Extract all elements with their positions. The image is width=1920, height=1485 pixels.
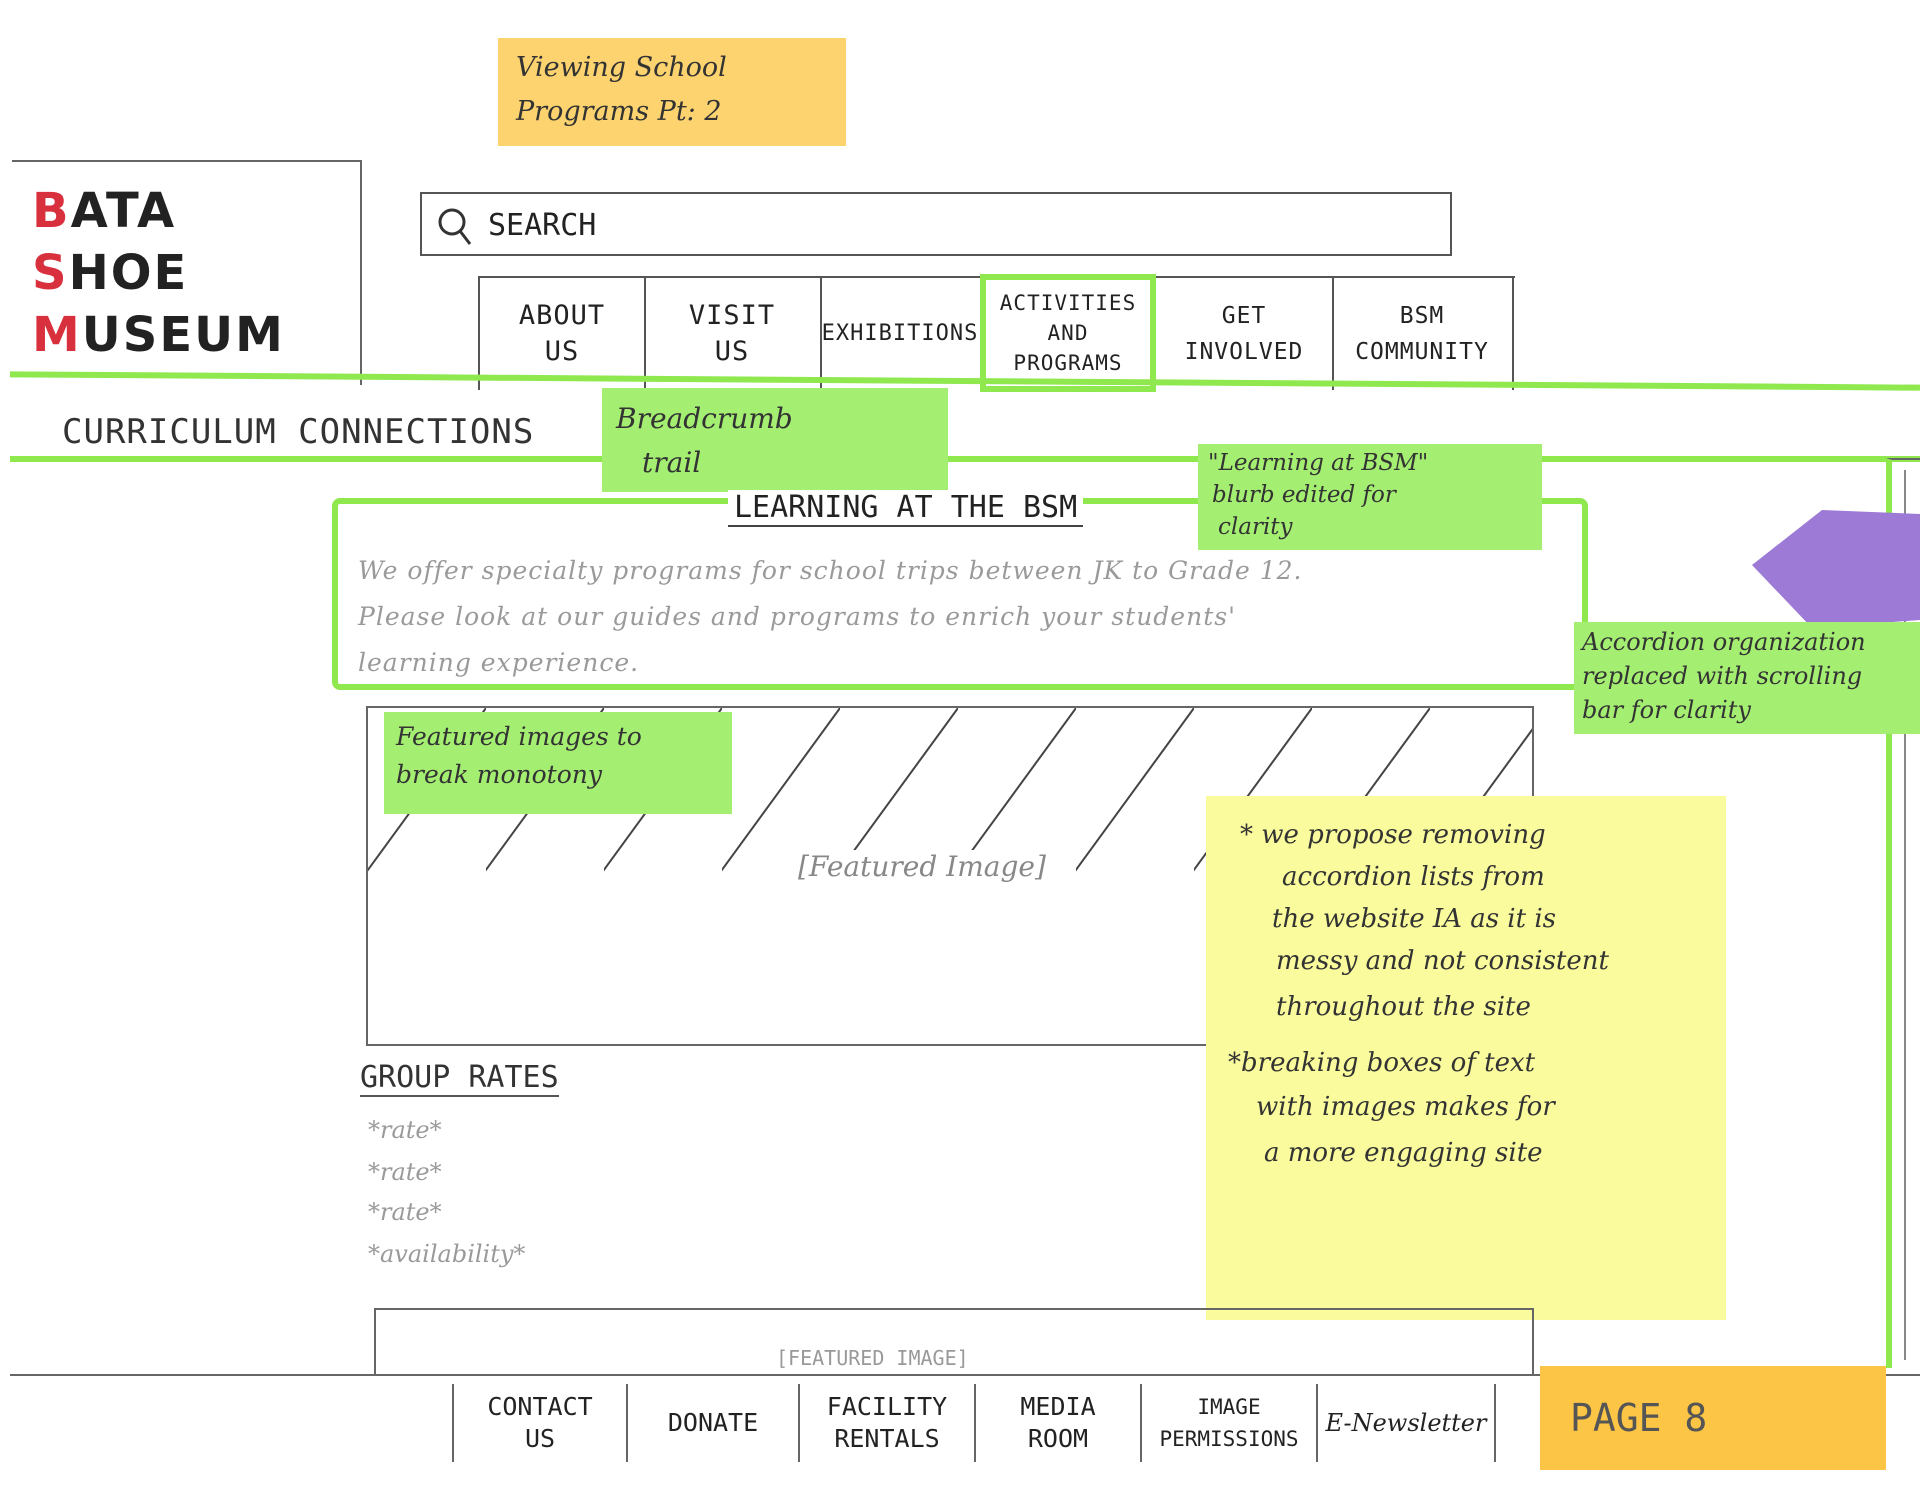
featured-note-line-2: break monotony: [396, 760, 602, 789]
featured-note-line-1: Featured images to: [396, 722, 642, 751]
purple-tab-shape: [1752, 510, 1920, 628]
breadcrumb-note-line-1: Breadcrumb: [616, 402, 793, 435]
group-rate-item: *rate*: [368, 1198, 442, 1226]
nav-exhibitions[interactable]: EXHIBITIONS: [820, 278, 982, 390]
page-label: PAGE 8: [1570, 1396, 1708, 1440]
learning-line-1: We offer specialty programs for school t…: [358, 556, 1303, 585]
page-label-note: PAGE 8: [1540, 1366, 1886, 1470]
blurb-note-line-1: "Learning at BSM": [1208, 450, 1429, 476]
breadcrumb-note-line-2: trail: [642, 446, 702, 479]
logo-divider: [360, 160, 362, 385]
learning-line-2: Please look at our guides and programs t…: [358, 602, 1236, 631]
scrolling-bar-inner-line: [1904, 470, 1906, 1360]
proposal-line: messy and not consistent: [1276, 946, 1609, 976]
featured-image-label: [Featured Image]: [792, 850, 1052, 883]
proposal-line: a more engaging site: [1264, 1138, 1543, 1168]
proposal-line: *breaking boxes of text: [1228, 1048, 1536, 1078]
section-title: CURRICULUM CONNECTIONS: [62, 412, 535, 452]
footer-e-newsletter[interactable]: E-Newsletter: [1316, 1384, 1496, 1462]
header-top-rule: [12, 160, 362, 162]
group-rate-item: *rate*: [368, 1116, 442, 1144]
proposal-note: * we propose removing accordion lists fr…: [1206, 796, 1726, 1320]
blurb-note-line-2: blurb edited for: [1212, 482, 1396, 508]
proposal-line: the website IA as it is: [1272, 904, 1556, 934]
proposal-line: with images makes for: [1256, 1092, 1555, 1122]
proposal-line: throughout the site: [1276, 992, 1531, 1022]
search-icon: [438, 208, 472, 245]
accordion-note-line-2: replaced with scrolling: [1582, 662, 1863, 690]
group-rates-title: GROUP RATES: [360, 1060, 559, 1097]
proposal-line: accordion lists from: [1282, 862, 1545, 892]
logo-line-1: BATA: [32, 183, 177, 239]
blurb-note-line-3: clarity: [1218, 514, 1293, 540]
logo-rest-2: HOE: [68, 245, 189, 301]
logo-rest-1: ATA: [70, 183, 177, 239]
accordion-note-line-1: Accordion organization: [1582, 628, 1866, 656]
search-label: SEARCH: [488, 208, 597, 243]
logo-line-2: SHOE: [32, 245, 189, 301]
featured-image-placeholder-2: [FEATURED IMAGE]: [374, 1308, 1534, 1376]
featured-image-label-2: [FEATURED IMAGE]: [776, 1346, 969, 1370]
group-rate-availability: *availability*: [368, 1240, 526, 1268]
logo-line-3: MUSEUM: [32, 307, 285, 363]
learning-heading: LEARNING AT THE BSM: [728, 490, 1084, 527]
title-line-1: Viewing School: [516, 52, 727, 83]
learning-line-3: learning experience.: [358, 648, 640, 677]
search-bar[interactable]: SEARCH: [420, 192, 1452, 256]
title-line-2: Programs Pt: 2: [516, 96, 722, 127]
blurb-note: "Learning at BSM" blurb edited for clari…: [1198, 444, 1542, 550]
footer-rule: [10, 1374, 1920, 1376]
breadcrumb-note: Breadcrumb trail: [602, 388, 948, 492]
logo-rest-3: USEUM: [81, 307, 285, 363]
footer-donate[interactable]: DONATE: [626, 1384, 798, 1462]
accordion-note: Accordion organization replaced with scr…: [1574, 622, 1920, 734]
group-rate-item: *rate*: [368, 1158, 442, 1186]
logo[interactable]: BATA SHOE MUSEUM: [32, 180, 332, 370]
accordion-note-line-3: bar for clarity: [1582, 696, 1751, 724]
proposal-line: * we propose removing: [1240, 820, 1546, 850]
scrolling-bar[interactable]: [1886, 458, 1920, 1368]
featured-note: Featured images to break monotony: [384, 712, 732, 814]
title-sticky-note: Viewing School Programs Pt: 2: [498, 38, 846, 146]
breadcrumb-highlight-rule: [10, 456, 1920, 462]
